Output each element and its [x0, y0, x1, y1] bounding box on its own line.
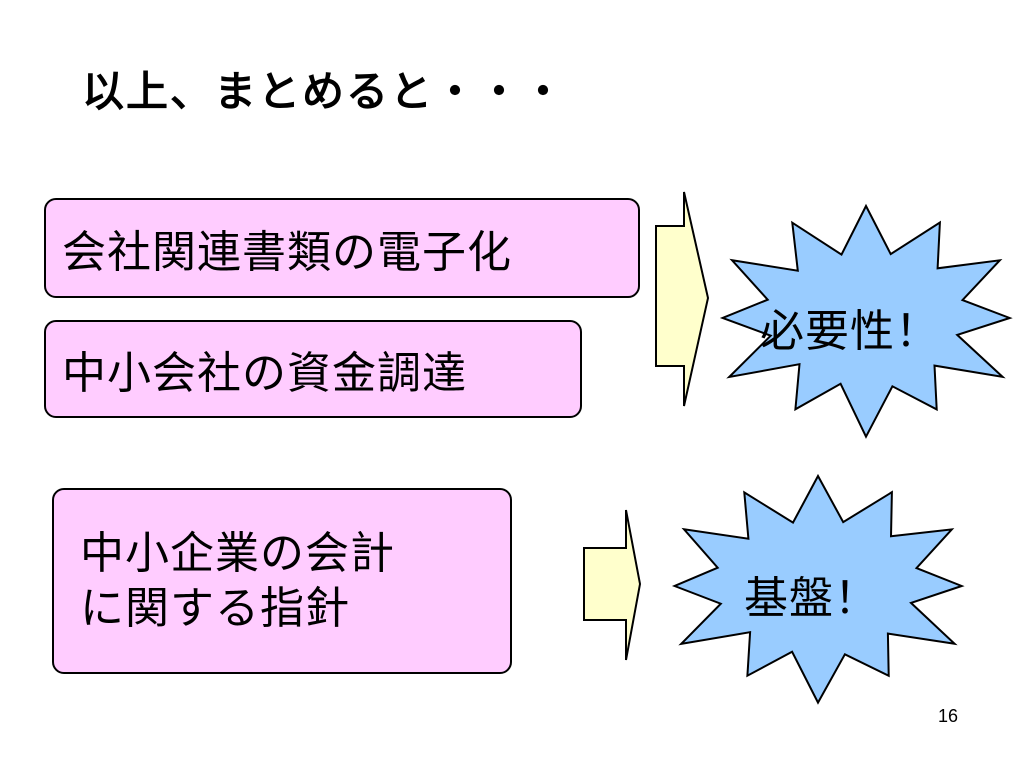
box-sme-accounting-guidelines-text: 中小企業の会計 に関する指針 — [80, 526, 395, 636]
box-sme-accounting-guidelines: 中小企業の会計 に関する指針 — [52, 488, 512, 674]
burst-foundation-label: 基盤！ — [744, 573, 879, 624]
box-document-digitization: 会社関連書類の電子化 — [44, 198, 640, 298]
bottom-right-arrow-icon — [583, 509, 642, 661]
slide-title: 以上、まとめると・・・ — [82, 67, 567, 116]
page-number: 16 — [938, 706, 959, 726]
bottom-explosion-burst-icon — [671, 473, 965, 705]
box-document-digitization-label: 会社関連書類の電子化 — [62, 227, 512, 278]
top-right-arrow-icon — [655, 191, 710, 407]
box-sme-accounting-guidelines-line1: 中小企業の会計 — [80, 528, 395, 579]
top-explosion-burst-icon — [719, 203, 1013, 439]
burst-necessity-label: 必要性！ — [760, 306, 940, 357]
box-sme-financing: 中小会社の資金調達 — [44, 320, 582, 418]
box-sme-financing-label: 中小会社の資金調達 — [62, 348, 467, 399]
box-sme-accounting-guidelines-line2: に関する指針 — [80, 583, 350, 634]
